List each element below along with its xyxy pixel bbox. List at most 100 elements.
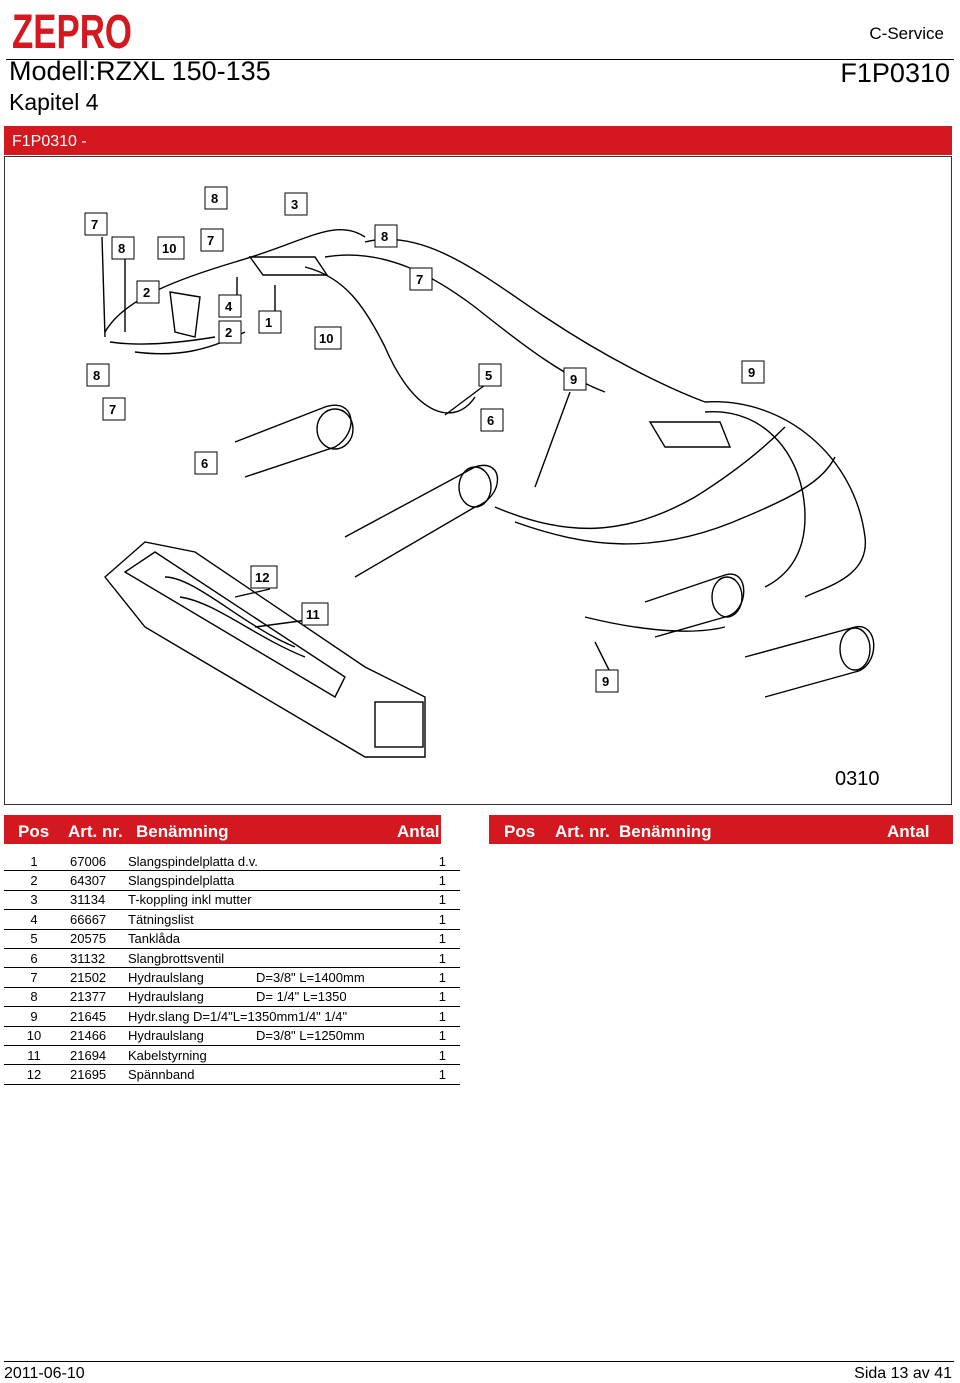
part-qty: 1	[406, 929, 460, 949]
svg-text:7: 7	[207, 233, 214, 248]
part-pos: 12	[4, 1064, 70, 1085]
chapter-title: Kapitel 4	[9, 89, 99, 115]
part-pos: 9	[4, 1006, 70, 1027]
part-art-number: 66667	[70, 909, 128, 930]
part-pos: 2	[4, 870, 70, 891]
part-name: Hydr.slang D=1/4"L=1350mm1/4" 1/4"	[128, 1006, 406, 1027]
part-name: Kabelstyrning	[128, 1045, 406, 1066]
zepro-logo: ZEPRO	[12, 6, 132, 52]
svg-text:7: 7	[109, 402, 116, 417]
svg-text:4: 4	[225, 299, 233, 314]
parts-table-header-right: Pos Art. nr. Benämning Antal	[489, 815, 953, 844]
part-qty: 1	[406, 1064, 460, 1085]
part-pos: 8	[4, 987, 70, 1008]
part-name: Hydraulslang	[128, 967, 256, 988]
part-pos: 11	[4, 1045, 70, 1066]
svg-text:11: 11	[306, 607, 320, 622]
part-name: T-koppling inkl mutter	[128, 890, 406, 911]
callout-9: 9	[563, 367, 587, 391]
part-art-number: 31132	[70, 948, 128, 969]
part-art-number: 64307	[70, 870, 128, 891]
svg-text:7: 7	[91, 217, 98, 232]
part-art-number: 21502	[70, 967, 128, 988]
callout-7: 7	[200, 228, 224, 252]
svg-text:12: 12	[255, 570, 269, 585]
svg-text:8: 8	[381, 229, 388, 244]
drawing-canvas: 8 3 7 8 10 7 8 7 2 4 2 1 10 8 5 9 9 7 6 …	[84, 186, 880, 790]
svg-text:6: 6	[487, 413, 494, 428]
svg-text:7: 7	[416, 272, 423, 287]
part-qty: 1	[406, 1026, 460, 1046]
callout-3: 3	[284, 192, 308, 216]
part-spec: D=3/8" L=1250mm	[256, 1026, 406, 1046]
part-name: Hydraulslang	[128, 1026, 256, 1046]
part-name: Hydraulslang	[128, 987, 256, 1008]
callout-6: 6	[194, 451, 218, 475]
part-pos: 5	[4, 929, 70, 949]
callout-10: 10	[314, 326, 342, 350]
callout-7: 7	[84, 212, 108, 236]
svg-text:10: 10	[162, 241, 176, 256]
part-qty: 1	[406, 967, 460, 988]
model-title: Modell:RZXL 150-135	[9, 56, 271, 86]
callout-2: 2	[218, 320, 242, 344]
header-name: Benämning	[136, 822, 229, 841]
part-spec: D= 1/4" L=1350	[256, 987, 406, 1008]
svg-text:10: 10	[319, 331, 333, 346]
part-spec: D=3/8" L=1400mm	[256, 967, 406, 988]
part-pos: 3	[4, 890, 70, 911]
part-art-number: 21645	[70, 1006, 128, 1027]
callout-8: 8	[111, 236, 135, 260]
header-qty: Antal	[887, 822, 930, 841]
callout-8: 8	[374, 224, 398, 248]
part-pos: 1	[4, 852, 70, 872]
callout-9: 9	[595, 669, 619, 693]
part-qty: 1	[406, 890, 460, 911]
part-art-number: 20575	[70, 929, 128, 949]
header-qty: Antal	[397, 822, 440, 841]
callout-6: 6	[480, 408, 504, 432]
part-qty: 1	[406, 1045, 460, 1066]
svg-text:9: 9	[602, 674, 609, 689]
part-pos: 10	[4, 1026, 70, 1046]
svg-text:6: 6	[201, 456, 208, 471]
callout-2: 2	[136, 280, 160, 304]
svg-text:ZEPRO: ZEPRO	[12, 6, 132, 52]
part-name: Spännband	[128, 1064, 406, 1085]
section-title: F1P0310 -	[12, 133, 87, 150]
part-qty: 1	[406, 909, 460, 930]
hose-line	[104, 229, 366, 333]
part-pos: 7	[4, 967, 70, 988]
part-name: Tanklåda	[128, 929, 406, 949]
part-qty: 1	[406, 870, 460, 891]
document-number: F1P0310	[840, 58, 950, 88]
svg-text:8: 8	[93, 368, 100, 383]
svg-text:1: 1	[265, 315, 272, 330]
callout-7: 7	[409, 267, 433, 291]
service-label: C-Service	[869, 24, 944, 43]
svg-text:3: 3	[291, 197, 298, 212]
part-art-number: 21377	[70, 987, 128, 1008]
part-name: Slangspindelplatta	[128, 870, 406, 891]
part-art-number: 67006	[70, 852, 128, 872]
document-date: 2011-06-10	[4, 1365, 85, 1382]
part-qty: 1	[406, 852, 460, 872]
part-art-number: 21466	[70, 1026, 128, 1046]
part-pos: 6	[4, 948, 70, 969]
svg-text:9: 9	[570, 372, 577, 387]
callout-4: 4	[218, 294, 242, 318]
svg-text:8: 8	[118, 241, 125, 256]
callout-8: 8	[204, 186, 228, 210]
header-pos: Pos	[504, 822, 536, 841]
callout-11: 11	[301, 602, 329, 626]
